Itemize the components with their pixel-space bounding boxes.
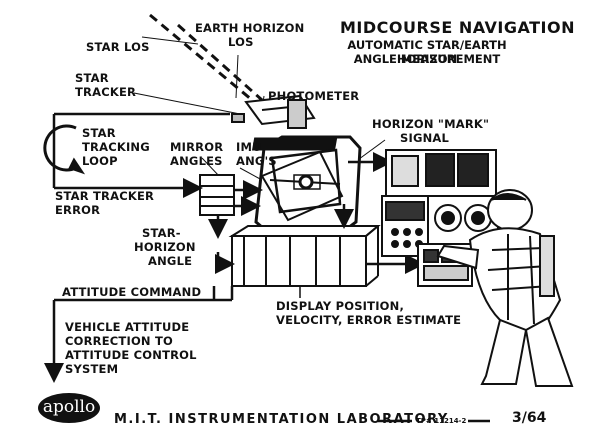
footer-code: TP# 11214-2 <box>416 417 467 425</box>
label-horizon-mark-1: HORIZON "MARK" <box>372 117 490 131</box>
label-star-horizon-angle-3: ANGLE <box>148 254 193 268</box>
diagram-subtitle-line2: ANGLE MEASUREMENT <box>353 52 501 66</box>
label-display-2: VELOCITY, ERROR ESTIMATE <box>276 313 462 327</box>
label-attitude-command: ATTITUDE COMMAND <box>62 285 202 299</box>
label-loop-1: STAR <box>82 126 116 140</box>
label-mirror-angles-2: ANGLES <box>170 154 223 168</box>
label-vehicle-1: VEHICLE ATTITUDE <box>65 320 190 334</box>
signal-arrows <box>44 152 425 383</box>
label-imu-angs-1: IMU <box>236 140 262 154</box>
label-vehicle-3: ATTITUDE CONTROL <box>65 348 197 362</box>
label-star-horizon-angle-1: STAR- <box>142 226 181 240</box>
apollo-logo: apollo <box>38 393 100 423</box>
label-vehicle-2: CORRECTION TO <box>65 334 173 348</box>
label-star-tracker-error-2: ERROR <box>55 203 101 217</box>
footer-page: 3/64 <box>512 410 547 426</box>
star-los-line <box>149 13 259 107</box>
computer-block <box>228 225 381 287</box>
label-loop-2: TRACKING <box>82 140 150 154</box>
label-photometer: PHOTOMETER <box>268 89 360 103</box>
label-earth-horizon-los: LOS <box>228 35 254 49</box>
astronaut-figure <box>436 189 574 387</box>
label-horizon-mark-2: SIGNAL <box>400 131 450 145</box>
label-star-horizon-angle-2: HORIZON <box>134 240 196 254</box>
earth-horizon-los-line <box>177 23 263 102</box>
diagram-subtitle-line1: AUTOMATIC STAR/EARTH HORIZON <box>347 38 507 66</box>
label-star-los: STAR LOS <box>86 40 150 54</box>
star-tracking-loop <box>43 112 230 198</box>
star-tracker-assembly <box>231 94 316 129</box>
diagram-title: MIDCOURSE NAVIGATION <box>340 18 575 37</box>
label-mirror-angles-1: MIRROR <box>170 140 224 154</box>
label-earth-horizon: EARTH HORIZON <box>195 21 305 35</box>
label-star-tracker-1: STAR <box>75 71 109 85</box>
label-display-1: DISPLAY POSITION, <box>276 299 405 313</box>
interface-block <box>199 174 235 216</box>
label-vehicle-4: SYSTEM <box>65 362 119 376</box>
label-star-tracker-2: TRACKER <box>75 85 137 99</box>
label-star-tracker-error-1: STAR TRACKER <box>55 189 155 203</box>
label-loop-3: LOOP <box>82 154 118 168</box>
label-imu-angs-2: ANG'S <box>236 154 277 168</box>
footer-lab-name: M.I.T. INSTRUMENTATION LABORATORY <box>114 412 449 427</box>
